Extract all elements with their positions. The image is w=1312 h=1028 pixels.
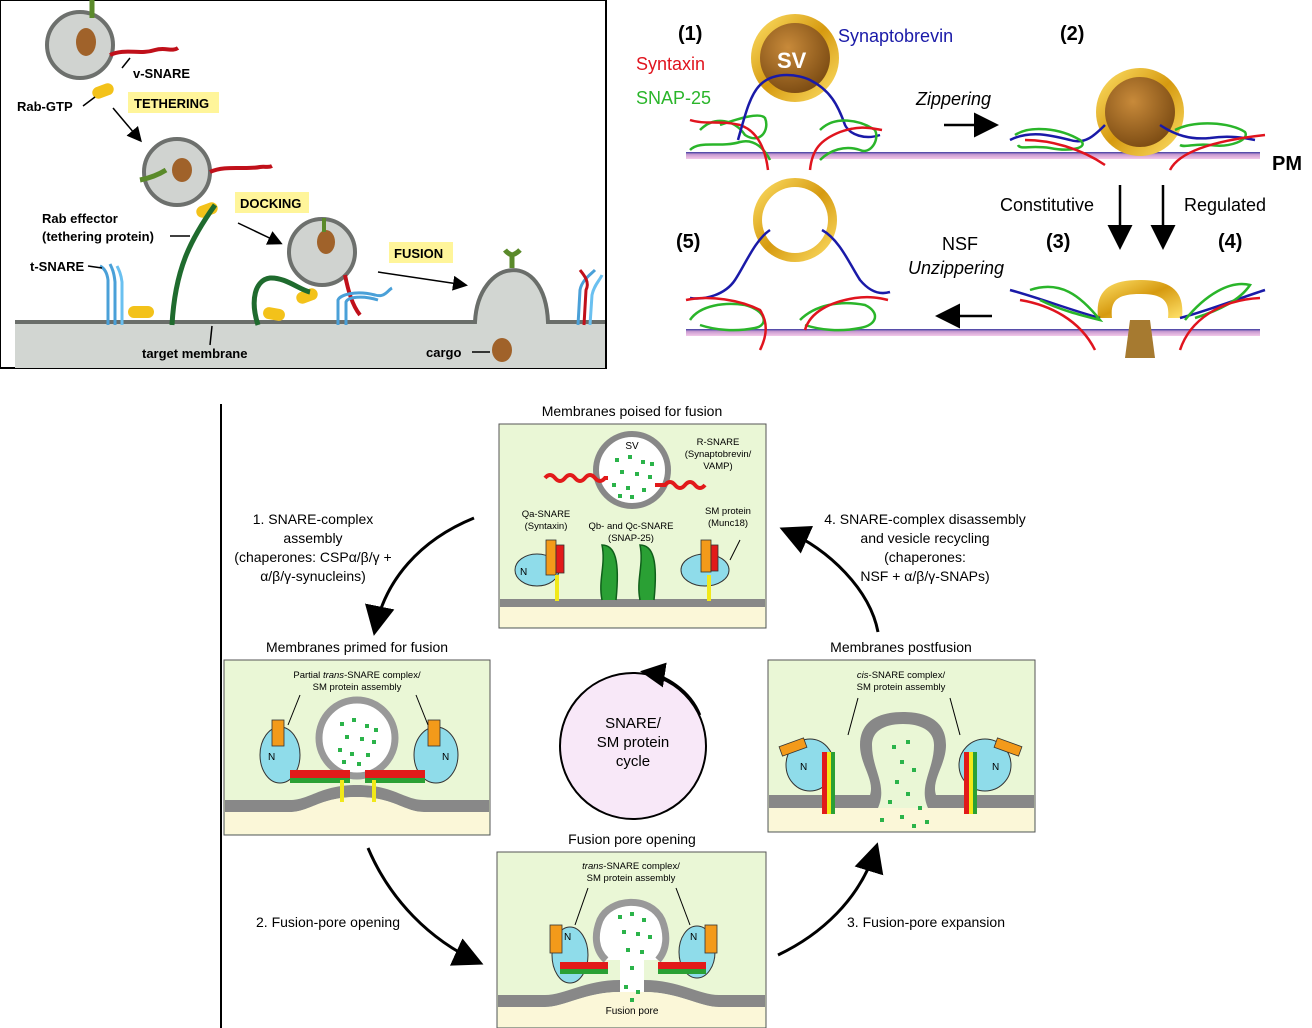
syntaxin-label: Syntaxin — [636, 54, 705, 74]
step-4-label-line3: (chaperones: — [884, 549, 966, 565]
sv-label: SV — [777, 48, 807, 73]
fusion-pore-caption-line2: SM protein assembly — [587, 873, 676, 884]
v-snare-label: v-SNARE — [133, 66, 190, 81]
primed-panel: Partial trans-SNARE complex/ SM protein … — [223, 659, 491, 836]
docking-label: DOCKING — [240, 196, 301, 211]
cycle-label-line1: SNARE/ — [605, 715, 662, 732]
rab-gtp-shape — [92, 83, 114, 99]
cargo-shape — [492, 338, 512, 362]
postfusion-title: Membranes postfusion — [830, 639, 972, 655]
poised-sv-label: SV — [625, 441, 639, 452]
cargo-label: cargo — [426, 345, 461, 360]
v-snare-strand — [109, 46, 180, 57]
snap25-label: SNAP-25 — [636, 88, 711, 108]
step-4-arrow — [779, 526, 880, 633]
fusion-pore-title: Fusion pore opening — [568, 831, 696, 847]
primed-title: Membranes primed for fusion — [266, 639, 448, 655]
t-snare-label: t-SNARE — [30, 259, 84, 274]
n-terminal-label-2: N — [268, 752, 275, 763]
step-2-arrow — [366, 847, 484, 966]
cycle-label-line2: SM protein — [597, 734, 670, 751]
panel-a-vesicle-trafficking: v-SNARE Rab-GTP TETHERING DOCKING Rab ef… — [0, 0, 607, 369]
step-1-label-line3: (chaperones: CSPα/β/γ + — [234, 549, 391, 565]
unzippering-label: Unzippering — [908, 258, 1004, 278]
step-1-label-line2: assembly — [283, 530, 342, 546]
step-1-label-line1: 1. SNARE-complex — [253, 511, 374, 527]
zippering-label: Zippering — [915, 89, 991, 109]
snare-sm-cycle: SNARE/ SM protein cycle — [559, 662, 707, 820]
n-terminal-label-1: N — [520, 567, 527, 578]
step-4-label-line1: 4. SNARE-complex disassembly — [824, 511, 1026, 527]
cycle-label-line3: cycle — [616, 753, 650, 770]
qa-snare-label: Qa-SNARE — [522, 509, 571, 520]
step-1-label-line4: α/β/γ-synucleins) — [260, 568, 366, 584]
rab-effector-label: Rab effector — [42, 211, 118, 226]
postfusion-panel: cis-SNARE complex/ SM protein assembly N… — [767, 659, 1036, 833]
step-2-label: (2) — [1060, 23, 1084, 45]
poised-title: Membranes poised for fusion — [542, 403, 723, 419]
plasma-membrane-bottom — [686, 329, 1260, 336]
panel-b-zippering: (1) (2) (3) (4) (5) Syntaxin SNAP-25 Syn… — [636, 14, 1302, 358]
step-3-label: 3. Fusion-pore expansion — [847, 914, 1005, 930]
n-terminal-label-7: N — [690, 932, 697, 943]
target-membrane-line — [15, 268, 605, 324]
primed-caption-line1: Partial trans-SNARE complex/ — [293, 670, 421, 681]
plasma-membrane-top — [686, 152, 1260, 159]
snap25-sub-label: (SNAP-25) — [608, 533, 654, 544]
synaptic-vesicle-step1: SV — [751, 14, 839, 102]
step-5-label: (5) — [676, 231, 700, 253]
panel-c-snare-cycle: Membranes poised for fusion SV R-SNARE (… — [220, 403, 1036, 1028]
target-membrane-label: target membrane — [142, 346, 247, 361]
n-terminal-label-3: N — [442, 752, 449, 763]
synaptobrevin-label: Synaptobrevin — [838, 26, 953, 46]
vesicle-docking — [139, 137, 273, 218]
fusion-pore-panel: trans-SNARE complex/ SM protein assembly… — [496, 851, 767, 1028]
qbc-snare-label: Qb- and Qc-SNARE — [589, 521, 674, 532]
r-snare-sub-label: (Synaptobrevin/ — [685, 449, 752, 460]
tethering-protein-label: (tethering protein) — [42, 229, 154, 244]
primed-caption-line2: SM protein assembly — [313, 682, 402, 693]
step-2-label: 2. Fusion-pore opening — [256, 914, 400, 930]
postfusion-caption-line1: cis-SNARE complex/ — [857, 670, 946, 681]
n-terminal-label-6: N — [564, 932, 571, 943]
fusion-tag — [389, 242, 453, 263]
step-4-label-line4: NSF + α/β/γ-SNAPs) — [860, 568, 989, 584]
r-snare-label: R-SNARE — [697, 437, 740, 448]
step-3-label: (3) — [1046, 231, 1070, 253]
step-4-label: (4) — [1218, 231, 1242, 253]
docking-tag — [235, 192, 309, 213]
step-1-label: (1) — [678, 23, 702, 45]
fusion-pore-label: Fusion pore — [606, 1006, 659, 1017]
postfusion-caption-line2: SM protein assembly — [857, 682, 946, 693]
regulated-label: Regulated — [1184, 195, 1266, 215]
rab-effector-tether — [169, 203, 218, 326]
munc18-label: (Munc18) — [708, 518, 748, 529]
sm-protein-label: SM protein — [705, 506, 751, 517]
step-1-arrow — [365, 516, 475, 636]
tethering-label: TETHERING — [134, 96, 209, 111]
poised-panel: SV R-SNARE (Synaptobrevin/ VAMP) Qa-SNAR… — [498, 423, 767, 629]
vesicle-fusion — [287, 217, 362, 317]
fusion-label: FUSION — [394, 246, 443, 261]
syntaxin-sub-label: (Syntaxin) — [525, 521, 568, 532]
tethering-tag — [128, 92, 219, 113]
vamp-label: VAMP) — [703, 461, 732, 472]
rab-gtp-label: Rab-GTP — [17, 99, 73, 114]
n-terminal-label-5: N — [992, 762, 999, 773]
step-4-label-line2: and vesicle recycling — [860, 530, 989, 546]
nsf-label: NSF — [942, 234, 978, 254]
vesicle-tethering — [45, 0, 180, 99]
t-snare-bundle — [99, 263, 124, 325]
step-3-arrow — [777, 842, 884, 957]
constitutive-label: Constitutive — [1000, 195, 1094, 215]
fusion-pore-caption-line1: trans-SNARE complex/ — [582, 861, 680, 872]
pm-label: PM — [1272, 153, 1302, 175]
n-terminal-label-4: N — [800, 762, 807, 773]
target-membrane-shape — [15, 271, 605, 368]
